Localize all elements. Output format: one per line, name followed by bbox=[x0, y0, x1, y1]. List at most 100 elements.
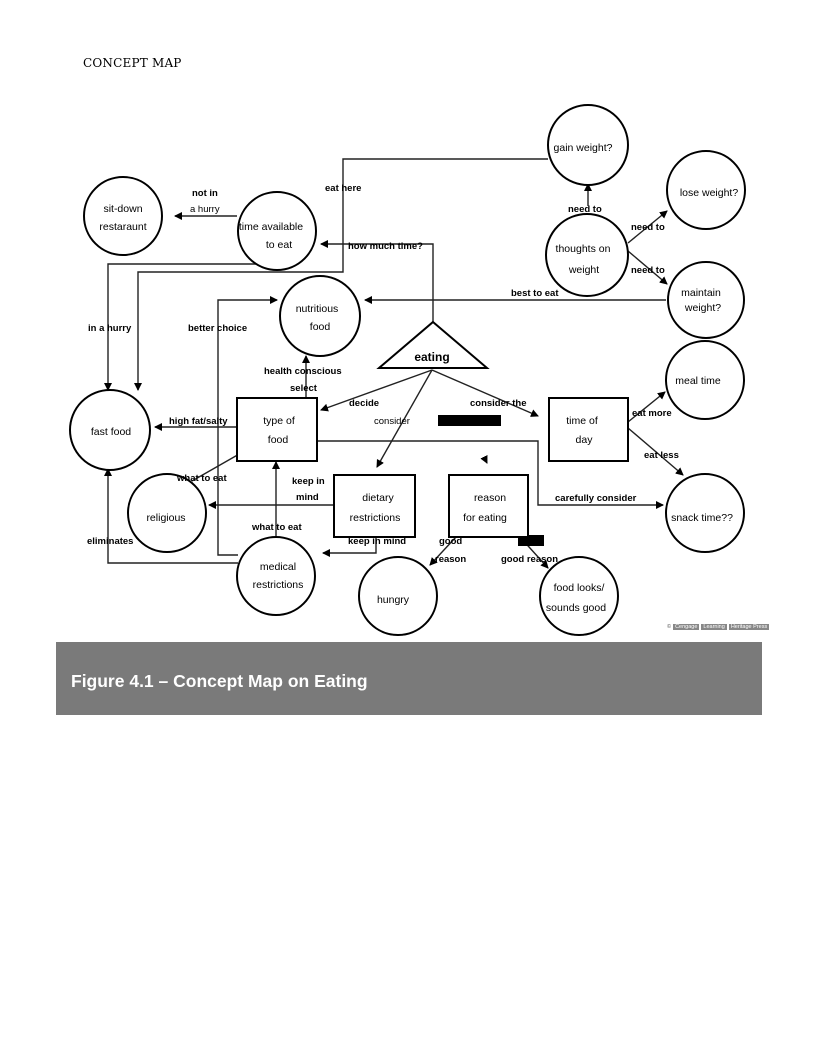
node-eating: eating bbox=[376, 320, 490, 369]
node-medical: medical restrictions bbox=[236, 536, 316, 616]
label-not-in-hurry-2: a hurry bbox=[190, 204, 220, 215]
node-gain-weight-label: gain weight? bbox=[554, 142, 613, 154]
label-in-a-hurry: in a hurry bbox=[88, 323, 132, 334]
node-hungry-label: hungry bbox=[377, 594, 410, 606]
node-medical-line1: medical bbox=[260, 561, 296, 573]
node-sit-down-line1: sit-down bbox=[103, 203, 142, 215]
node-time-of-day-line2: day bbox=[576, 434, 594, 446]
label-keep-in-mind-1a: keep in bbox=[292, 476, 325, 487]
concept-map: eating sit-down restaraunt time availabl… bbox=[69, 104, 746, 636]
label-consider: consider bbox=[374, 416, 410, 427]
label-consider-the: consider the bbox=[470, 398, 527, 409]
node-medical-line2: restrictions bbox=[253, 579, 304, 591]
label-good-reason-1a: good bbox=[439, 536, 462, 547]
node-food-looks-line2: sounds good bbox=[546, 602, 606, 614]
figure-caption: Figure 4.1 – Concept Map on Eating bbox=[71, 671, 368, 691]
node-type-of-food-line2: food bbox=[268, 434, 289, 446]
node-snack-time: snack time?? bbox=[665, 473, 745, 553]
credit-prefix: © bbox=[667, 624, 672, 630]
node-maintain: maintain weight? bbox=[667, 261, 745, 339]
node-fast-food: fast food bbox=[69, 389, 151, 471]
node-meal-time: meal time bbox=[665, 340, 745, 420]
node-snack-time-label: snack time?? bbox=[671, 512, 733, 524]
node-lose-weight-label: lose weight? bbox=[680, 187, 739, 199]
label-keep-in-mind-1b: mind bbox=[296, 492, 319, 503]
node-dietary: dietary restrictions bbox=[333, 474, 416, 538]
node-thoughts-line1: thoughts on bbox=[556, 243, 611, 255]
label-good-reason-1b: reason bbox=[435, 554, 466, 565]
node-time-of-day: time of day bbox=[548, 397, 629, 462]
label-keep-in-mind-2: keep in mind bbox=[348, 536, 406, 547]
node-thoughts: thoughts on weight bbox=[545, 213, 629, 297]
edge-type-to-snack bbox=[318, 440, 664, 509]
node-sit-down: sit-down restaraunt bbox=[83, 176, 163, 256]
page-title: CONCEPT MAP bbox=[83, 56, 182, 70]
redaction-bar bbox=[438, 415, 501, 426]
node-fast-food-label: fast food bbox=[91, 426, 131, 438]
label-what-to-eat-1: what to eat bbox=[176, 473, 227, 484]
node-time-available-line1: time available bbox=[239, 221, 303, 233]
edge-eating-to-time bbox=[320, 240, 434, 322]
caption-banner bbox=[56, 642, 762, 715]
node-eating-label: eating bbox=[414, 350, 449, 364]
redaction-bar bbox=[518, 535, 544, 546]
node-gain-weight: gain weight? bbox=[547, 104, 629, 186]
credit-item: Learning bbox=[701, 624, 727, 630]
label-health-conscious-1: health conscious bbox=[264, 366, 342, 377]
label-eat-more: eat more bbox=[632, 408, 672, 419]
node-time-available: time available to eat bbox=[237, 191, 317, 271]
edge-reason-to-hungry bbox=[429, 536, 457, 566]
node-thoughts-line2: weight bbox=[568, 264, 599, 276]
node-sit-down-line2: restaraunt bbox=[99, 221, 146, 233]
label-eliminates: eliminates bbox=[87, 536, 133, 547]
node-reason-line2: for eating bbox=[463, 512, 507, 524]
label-health-conscious-2: select bbox=[290, 383, 318, 394]
credit-item: Heritage Press bbox=[728, 624, 770, 630]
node-reason: reason for eating bbox=[448, 474, 529, 538]
node-religious-label: religious bbox=[146, 512, 185, 524]
label-decide: decide bbox=[349, 398, 379, 409]
label-eat-here: eat here bbox=[325, 183, 361, 194]
label-need-to-maintain: need to bbox=[631, 265, 665, 276]
node-food-looks-line1: food looks/ bbox=[554, 582, 605, 594]
edge-eating-to-timeofday bbox=[431, 369, 539, 417]
node-type-of-food-line1: type of bbox=[263, 415, 295, 427]
edge-labels: not in a hurry eat here how much time? n… bbox=[87, 183, 679, 565]
label-need-to-gain: need to bbox=[568, 204, 602, 215]
edge-timeofday-to-mealtime bbox=[627, 391, 666, 423]
edge-medical-to-fastfood bbox=[104, 468, 238, 564]
eating-triangle bbox=[376, 320, 490, 369]
label-what-to-eat-2: what to eat bbox=[251, 522, 302, 533]
label-best-to-eat: best to eat bbox=[511, 288, 559, 299]
node-reason-line1: reason bbox=[474, 492, 506, 504]
node-religious: religious bbox=[127, 473, 207, 553]
node-nutritious: nutritious food bbox=[279, 275, 361, 357]
node-dietary-line1: dietary bbox=[362, 492, 394, 504]
edge-gain-to-fastfood bbox=[134, 158, 548, 391]
label-eat-less: eat less bbox=[644, 450, 679, 461]
node-food-looks: food looks/ sounds good bbox=[539, 556, 619, 636]
edge-thoughts-to-maintain bbox=[627, 250, 668, 285]
label-good-reason-2: good reason bbox=[501, 554, 558, 565]
label-high-fat: high fat/salty bbox=[169, 416, 228, 427]
label-carefully-consider: carefully consider bbox=[555, 493, 637, 504]
node-hungry: hungry bbox=[358, 556, 438, 636]
node-time-of-day-line1: time of bbox=[566, 415, 598, 427]
edge-eating-to-type bbox=[320, 369, 433, 412]
edge-reason-arrow-stub bbox=[480, 454, 488, 464]
node-lose-weight: lose weight? bbox=[666, 150, 746, 230]
node-nutritious-line1: nutritious bbox=[296, 303, 339, 315]
label-need-to-lose: need to bbox=[631, 222, 665, 233]
node-maintain-line1: maintain bbox=[681, 287, 721, 299]
label-not-in-hurry-1: not in bbox=[192, 188, 218, 199]
edge-eating-to-dietary bbox=[376, 369, 433, 468]
label-better-choice: better choice bbox=[188, 323, 247, 334]
node-dietary-line2: restrictions bbox=[350, 512, 401, 524]
edge-thoughts-to-lose bbox=[627, 210, 668, 244]
node-maintain-line2: weight? bbox=[684, 302, 721, 314]
edge-dietary-to-medical bbox=[322, 537, 377, 557]
edges bbox=[104, 158, 684, 569]
edge-time-to-fastfood bbox=[104, 263, 257, 391]
node-time-available-line2: to eat bbox=[266, 239, 292, 251]
